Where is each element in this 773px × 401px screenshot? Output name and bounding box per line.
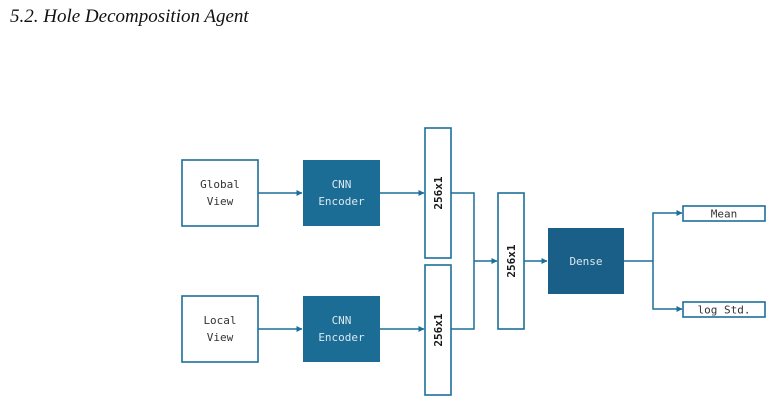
merge-line <box>451 192 475 330</box>
output-log-std-label: log Std. <box>698 304 751 317</box>
global-view-label-line1: Global <box>200 178 240 191</box>
arrow-to-mean <box>652 210 683 261</box>
feature-vector-bottom: 256x1 <box>424 264 452 396</box>
global-view-box: Global View <box>181 159 259 227</box>
cnn-encoder-top: CNN Encoder <box>303 160 380 226</box>
local-view-label-line1: Local <box>203 314 236 327</box>
output-log-std-box: log Std. <box>682 301 766 318</box>
cnn-encoder-bottom: CNN Encoder <box>303 296 380 362</box>
local-view-box: Local View <box>181 295 259 363</box>
encoder-top-label-line2: Encoder <box>318 195 365 208</box>
output-mean-box: Mean <box>682 205 766 222</box>
section-heading: 5.2. Hole Decomposition Agent <box>10 6 249 27</box>
dense-layer: Dense <box>548 228 624 294</box>
feature-vector-top-label: 256x1 <box>432 176 445 209</box>
connectors <box>258 190 683 332</box>
local-view-label-line2: View <box>207 331 234 344</box>
arrow-to-log-std <box>652 261 683 312</box>
encoder-top-label-line1: CNN <box>332 178 352 191</box>
encoder-bottom-label-line1: CNN <box>332 314 352 327</box>
feature-vector-bottom-label: 256x1 <box>432 313 445 346</box>
feature-vector-concat-label: 256x1 <box>505 244 518 277</box>
feature-vector-concat: 256x1 <box>497 192 525 330</box>
output-mean-label: Mean <box>711 208 738 221</box>
dense-label: Dense <box>569 255 602 268</box>
global-view-label-line2: View <box>207 195 234 208</box>
encoder-bottom-label-line2: Encoder <box>318 331 365 344</box>
feature-vector-top: 256x1 <box>424 127 452 259</box>
